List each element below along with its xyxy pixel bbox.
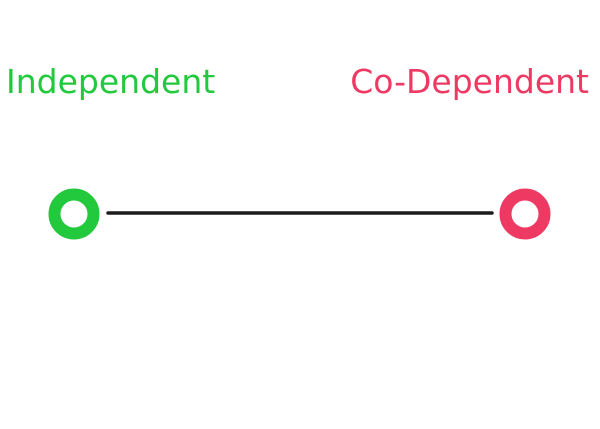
- independent-label: Independent: [6, 62, 216, 101]
- independent-endpoint-ring: [48, 188, 100, 240]
- co-dependent-endpoint-ring: [499, 188, 551, 240]
- co-dependent-label: Co-Dependent: [350, 62, 589, 101]
